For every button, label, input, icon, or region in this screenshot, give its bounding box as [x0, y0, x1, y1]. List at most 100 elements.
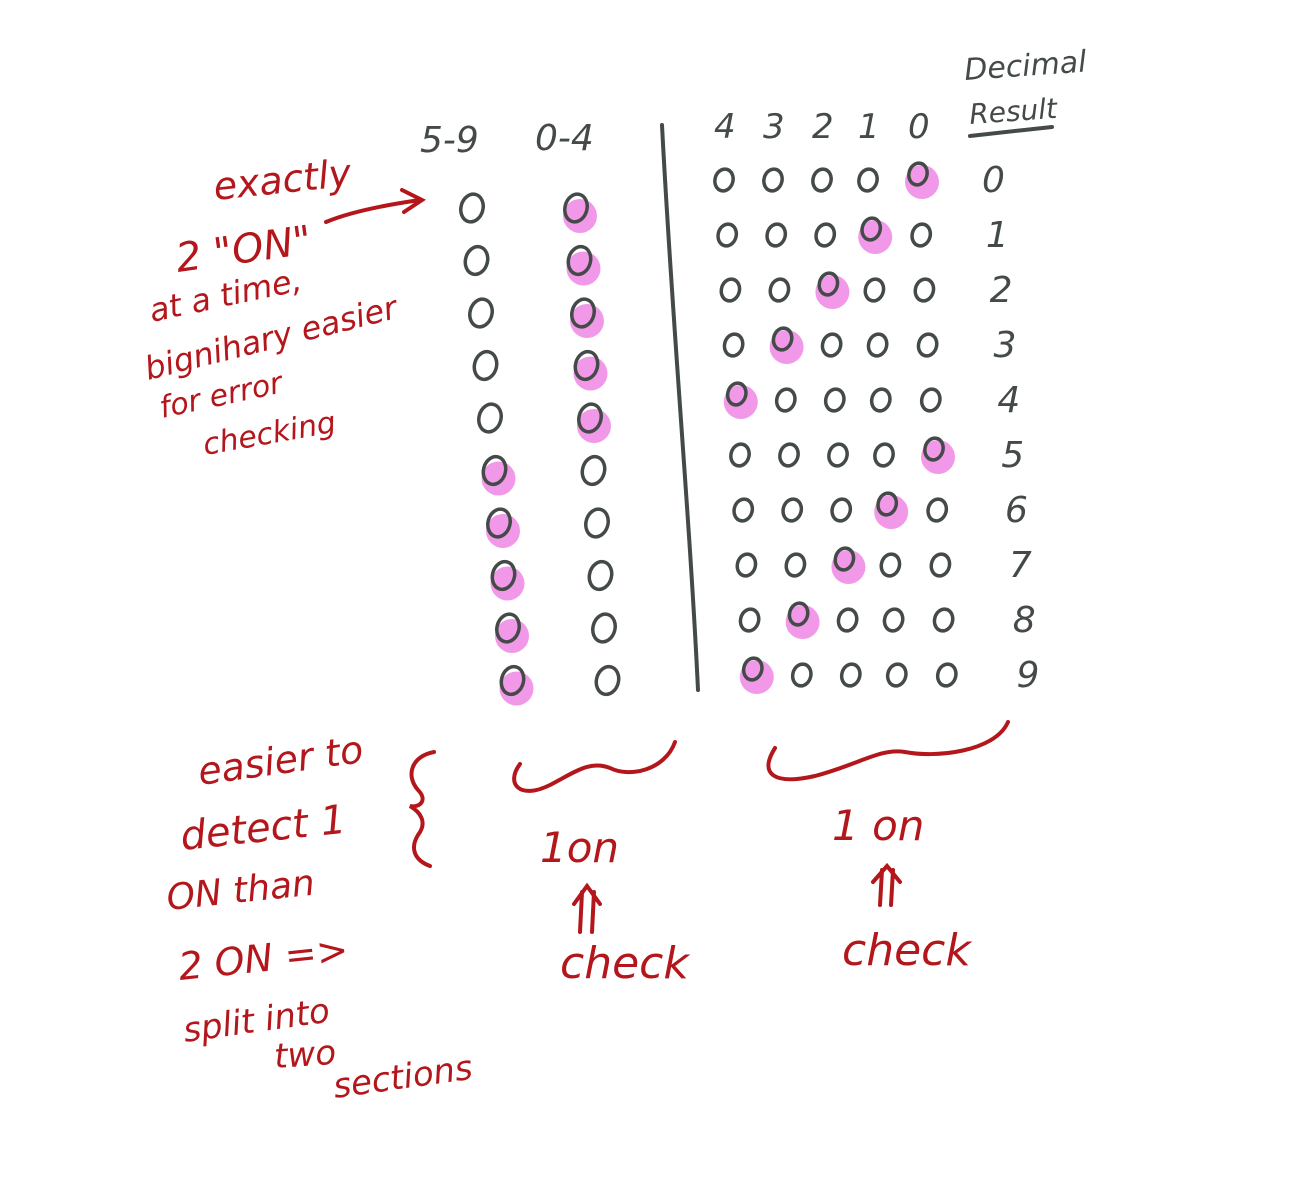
left-cell-5-9 [472, 349, 499, 382]
left-cell-5-9-highlight [486, 514, 520, 548]
decimal-result: 9 [1017, 655, 1040, 696]
left-cell-0-4 [570, 297, 596, 329]
right-cell-bit [774, 387, 797, 413]
right-cell-bit [713, 167, 735, 193]
right-header-bit: 1 [858, 107, 880, 147]
right-cell-bit [866, 332, 889, 358]
left-cell-5-9-highlight [490, 566, 525, 601]
double-arrow-icon [572, 882, 602, 934]
right-brace [766, 720, 1010, 782]
decimal-result: 0 [982, 160, 1005, 201]
right-cell-bit [833, 546, 856, 572]
left-cell-5-9 [495, 612, 521, 644]
right-cell-bit [811, 167, 833, 193]
left-cell-5-9 [499, 664, 526, 697]
double-arrow-icon [871, 862, 902, 907]
decimal-result: 3 [994, 325, 1017, 366]
right-cell-bit [722, 332, 745, 358]
note-line: exactly [211, 151, 353, 209]
decimal-result: 2 [990, 270, 1013, 311]
left-cell-5-9 [477, 402, 503, 434]
left-cell-0-4-highlight [566, 251, 601, 286]
right-cell-bit [729, 442, 751, 468]
right-cell-bit [830, 497, 853, 523]
left-header-0-4: 0-4 [535, 118, 594, 159]
right-cell-bit [827, 442, 849, 468]
note-line: easier to [195, 727, 366, 794]
right-header-bit: 4 [714, 107, 736, 147]
decimal-result: 5 [1001, 435, 1024, 476]
left-cell-0-4 [587, 559, 614, 592]
result-header-line1: Decimal [963, 44, 1088, 87]
note-line: checking [200, 405, 338, 463]
right-cell-bit [932, 607, 955, 633]
right-cell-bit [725, 381, 748, 407]
decimal-result: 1 [986, 215, 1009, 256]
decimal-result: 4 [997, 380, 1020, 421]
right-cell-bit [919, 387, 942, 413]
left-cell-5-9 [486, 507, 512, 539]
arrow-icon [324, 188, 426, 224]
top-left-note: exactly 2 "ON" at a time, bignihary easi… [141, 151, 403, 463]
right-cell-bit [923, 436, 945, 462]
left-cell-0-4-highlight [573, 356, 608, 391]
right-cell-bit [738, 607, 761, 633]
right-cell-bit [716, 222, 739, 248]
right-cell-bit [771, 326, 794, 352]
right-cell-bit [857, 167, 879, 193]
section-divider [660, 123, 700, 692]
right-header-bit: 3 [763, 107, 785, 147]
bottom-left-note: easier to detect 1 ON than 2 ON => split… [165, 727, 475, 1107]
right-cell-bit [885, 662, 908, 688]
left-cell-5-9 [463, 244, 490, 277]
note-line: ON than [165, 863, 317, 919]
right-cell-bit [876, 491, 899, 517]
right-cell-bit [935, 662, 958, 688]
note-brace [408, 750, 436, 868]
right-header-bit: 2 [812, 107, 834, 147]
right-cell-bit [820, 332, 843, 358]
right-cell-bit [926, 497, 949, 523]
note-line: 2 ON => [176, 927, 350, 989]
left-cell-0-4 [591, 612, 617, 644]
right-cell-bit [839, 662, 862, 688]
right-cell-bit [762, 167, 784, 193]
left-cell-5-9-highlight [481, 461, 516, 496]
right-cell-bit [741, 656, 764, 682]
right-cell-bit [732, 497, 755, 523]
right-cell-bit [781, 497, 804, 523]
right-cell-bit [768, 277, 791, 303]
left-cell-5-9 [468, 297, 494, 329]
right-cell-bit [719, 277, 742, 303]
left-cell-0-4-highlight [563, 199, 597, 233]
left-cell-0-4-highlight [570, 304, 604, 338]
left-cell-0-4 [580, 454, 607, 487]
right-cell-bit [873, 442, 895, 468]
note-line: sections [331, 1048, 475, 1107]
left-brace [512, 740, 677, 793]
right-cell-bit [790, 662, 813, 688]
right-header-bit: 0 [908, 107, 930, 147]
left-check-word: check [560, 938, 690, 989]
left-section-grid [459, 192, 621, 706]
right-check-word: check [842, 925, 972, 976]
left-cell-0-4 [594, 664, 621, 697]
left-cell-5-9 [490, 559, 517, 592]
left-cell-5-9 [459, 192, 485, 224]
left-cell-5-9-highlight [495, 619, 529, 653]
left-cell-5-9 [481, 454, 508, 487]
decimal-result: 8 [1013, 600, 1036, 641]
left-cell-0-4 [577, 402, 603, 434]
right-cell-bit [860, 216, 883, 242]
result-header-line2: Result [968, 92, 1059, 131]
right-cell-bit [879, 552, 902, 578]
left-cell-0-4 [566, 244, 593, 277]
left-cell-0-4 [563, 192, 589, 224]
right-cell-bit [836, 607, 859, 633]
decimal-result: 7 [1009, 545, 1032, 586]
left-check-label: 1on [540, 823, 619, 872]
right-check-label: 1 on [832, 801, 924, 850]
left-cell-5-9-highlight [499, 671, 534, 706]
